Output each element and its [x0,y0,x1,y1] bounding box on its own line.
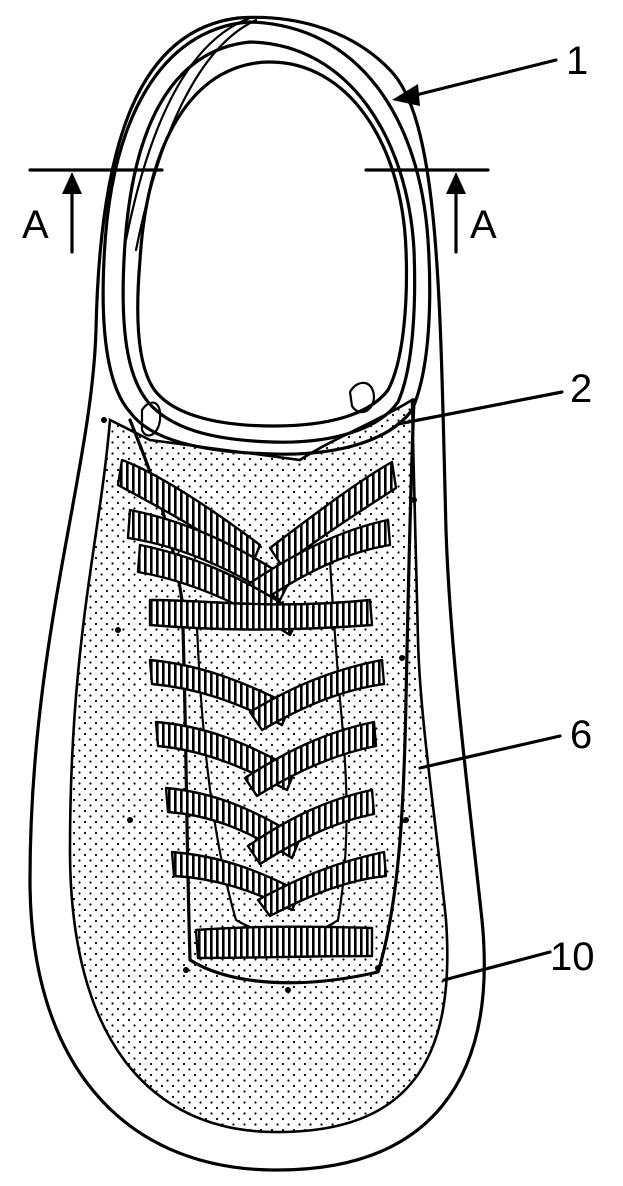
callout-1: 1 [392,39,588,106]
callout-label-10: 10 [550,935,595,979]
outsole-outline [28,15,486,1172]
callout-label-6: 6 [570,713,592,757]
laces [116,458,398,960]
heel-tab-strand [124,16,252,242]
section-label-right: A [470,203,497,247]
heel-tab-strand [134,18,258,252]
callout-label-2: 2 [570,367,592,411]
callout-6: 6 [418,713,592,770]
callout-2: 2 [396,367,592,426]
callout-10: 10 [442,935,595,982]
heel-collar-outer [101,20,432,456]
section-marker-left [28,168,164,254]
callout-label-1: 1 [566,39,588,83]
section-label-left: A [22,203,49,247]
eyelet-left [140,401,162,437]
eyelet-right [348,381,376,414]
stitch-marks [101,417,417,993]
heel-collar-middle [121,40,417,444]
heel-opening [136,60,409,428]
section-marker-right [364,168,490,254]
